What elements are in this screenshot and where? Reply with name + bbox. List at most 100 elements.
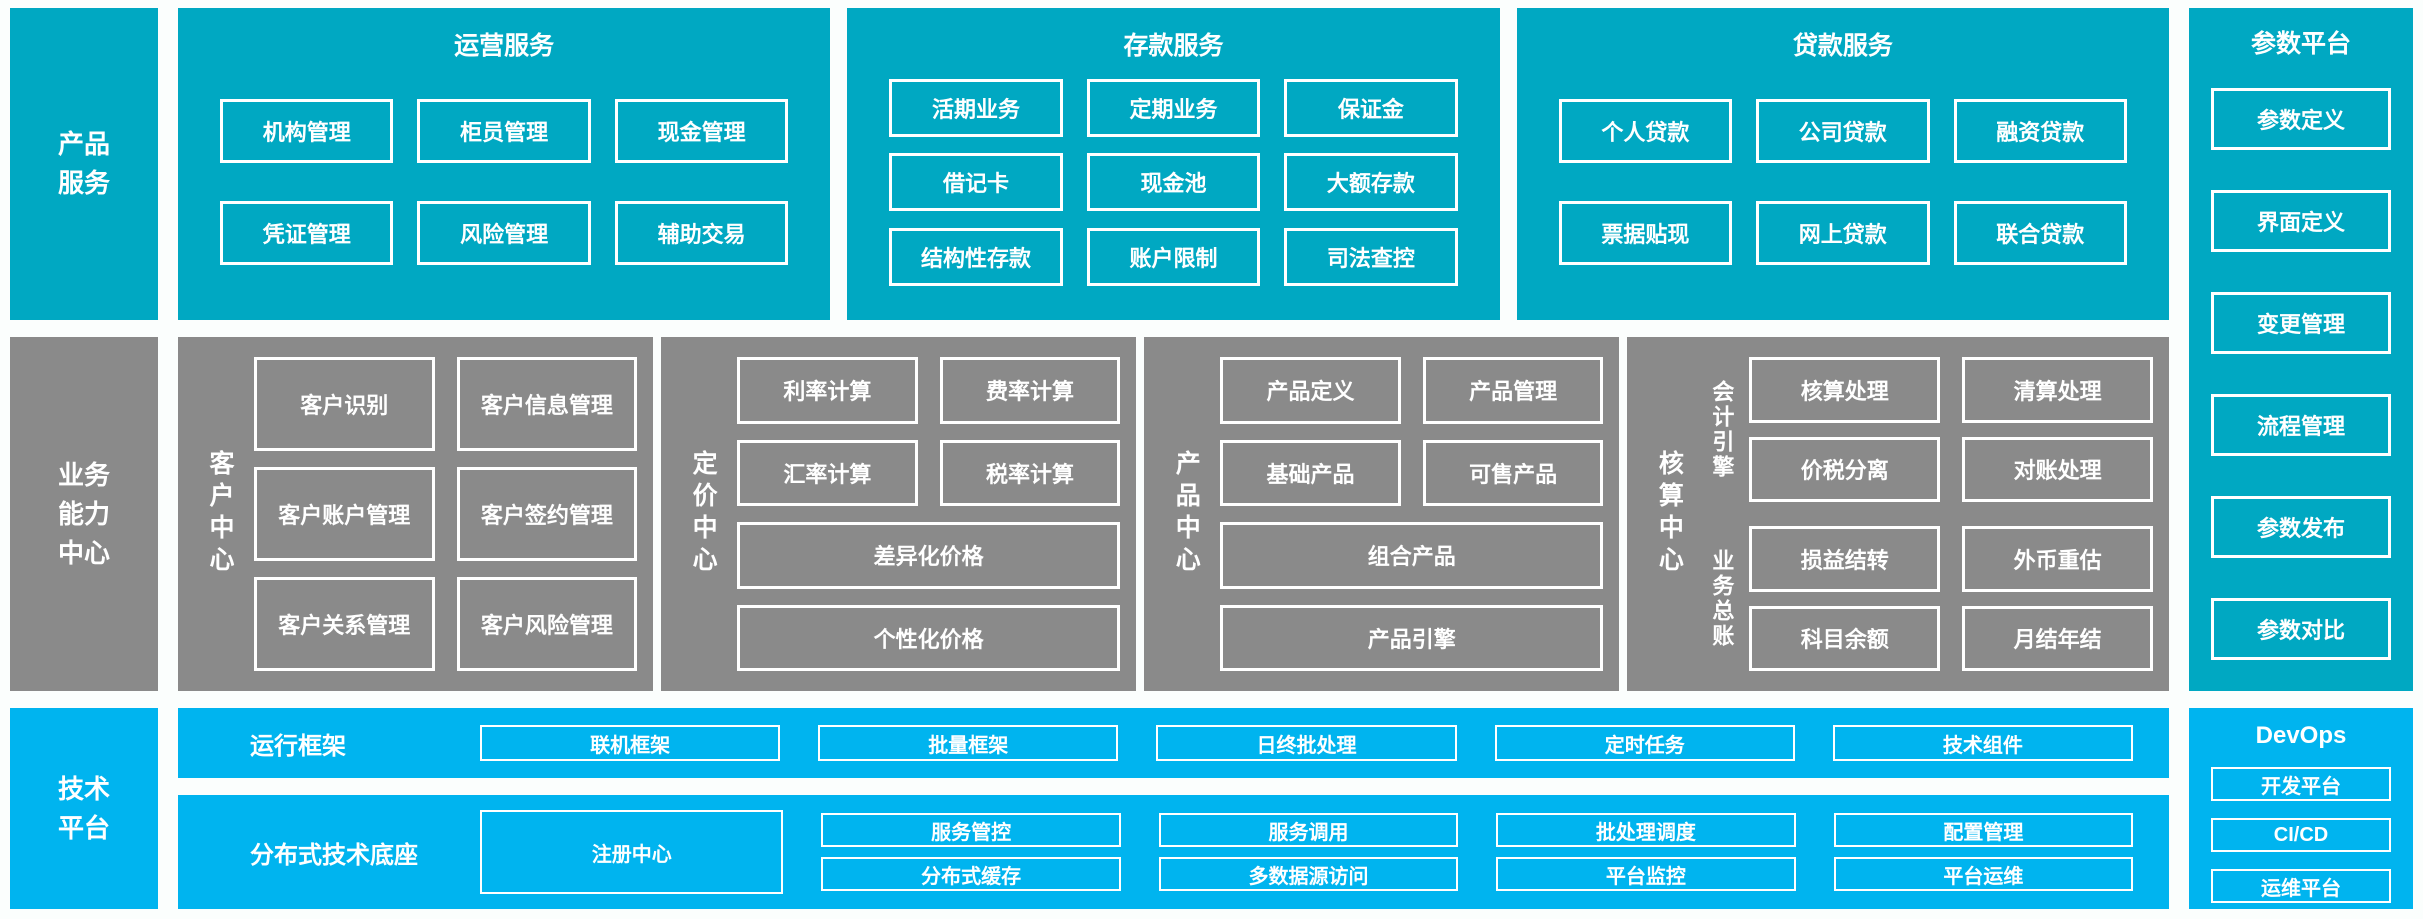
architecture-diagram: 产品服务 运营服务 机构管理 柜员管理 现金管理 凭证管理 风险管理 辅助交易 [10, 8, 2413, 911]
panel-body: 活期业务 定期业务 保证金 借记卡 现金池 大额存款 结构性存款 账户限制 司法… [889, 62, 1458, 302]
diagram-node: 定期业务 [1086, 78, 1261, 137]
vertical-label-text: 核算中心 [1655, 450, 1684, 578]
node-row: 个人贷款 公司贷款 融资贷款 [1558, 99, 2127, 164]
group-accounting-engine: 会计引擎 核算处理 清算处理 价税分离 对账处理 [1703, 357, 2153, 502]
diagram-node: 损益结转 [1749, 526, 1941, 592]
node-row: 组合产品 [1220, 522, 1604, 589]
panel-loan-services: 贷款服务 个人贷款 公司贷款 融资贷款 票据贴现 网上贷款 联合贷款 [1516, 8, 2169, 320]
diagram-node: 技术组件 [1832, 725, 2134, 761]
panel-customer-center: 客户中心 客户识别 客户信息管理 客户账户管理 客户签约管理 客户关系管理 客户… [178, 337, 654, 691]
diagram-node: 费率计算 [939, 357, 1121, 424]
diagram-node: 变更管理 [2211, 292, 2391, 354]
node-row: 损益结转 外币重估 [1749, 526, 2153, 592]
diagram-node: 凭证管理 [220, 200, 394, 265]
row-label-business-capability: 业务能力中心 [10, 337, 158, 691]
diagram-node: 风险管理 [417, 200, 591, 265]
diagram-node: 多数据源访问 [1158, 857, 1459, 891]
diagram-node-wide: 产品引擎 [1220, 604, 1604, 671]
diagram-node: 参数发布 [2211, 496, 2391, 558]
diagram-node: 借记卡 [889, 153, 1063, 211]
business-capability-panels: 客户中心 客户识别 客户信息管理 客户账户管理 客户签约管理 客户关系管理 客户… [178, 337, 2169, 691]
diagram-node: 界面定义 [2211, 190, 2391, 252]
panel-pricing-center: 定价中心 利率计算 费率计算 汇率计算 税率计算 差异化价格 个性 [661, 337, 1137, 691]
diagram-node: 司法查控 [1284, 227, 1458, 286]
panel-body: 客户识别 客户信息管理 客户账户管理 客户签约管理 客户关系管理 客户风险管理 [254, 357, 638, 671]
diagram-node: 配置管理 [1833, 813, 2134, 847]
node-row: 借记卡 现金池 大额存款 [889, 153, 1458, 211]
diagram-node: 辅助交易 [614, 200, 789, 265]
panel-parameter-platform: 参数平台 参数定义 界面定义 变更管理 流程管理 参数发布 参数对比 [2189, 8, 2413, 691]
diagram-node: 批量框架 [818, 725, 1119, 761]
diagram-node: 客户关系管理 [254, 577, 435, 671]
diagram-node: 参数定义 [2211, 88, 2391, 150]
diagram-node: 参数对比 [2211, 598, 2391, 660]
vertical-sublabel: 业务总账 [1703, 526, 1739, 671]
panel-devops: DevOps 开发平台 CI/CD 运维平台 [2189, 708, 2413, 909]
row-label-tech-platform: 技术平台 [10, 708, 158, 909]
row-label-text: 业务能力中心 [57, 459, 110, 568]
diagram-node: 分布式缓存 [821, 857, 1121, 891]
node-column: 服务管控 分布式缓存 [821, 813, 1121, 891]
panel-title: 存款服务 [1123, 32, 1224, 60]
parameter-items: 参数定义 界面定义 变更管理 流程管理 参数发布 参数对比 [2211, 88, 2391, 660]
diagram-node: 客户信息管理 [456, 357, 638, 451]
diagram-node: 基础产品 [1220, 439, 1401, 506]
node-row: 核算处理 清算处理 [1749, 357, 2153, 423]
row-label-product-services: 产品服务 [10, 8, 158, 320]
vertical-label-text: 客户中心 [206, 450, 234, 578]
node-row: 客户账户管理 客户签约管理 [254, 467, 638, 561]
diagram-node-registry: 注册中心 [480, 810, 784, 894]
diagram-node: 定时任务 [1494, 725, 1795, 761]
vertical-label: 客户中心 [194, 357, 246, 671]
diagram-node: 保证金 [1284, 78, 1458, 137]
diagram-node: 对账处理 [1962, 436, 2153, 502]
diagram-node: 服务调用 [1158, 813, 1459, 847]
diagram-node: 开发平台 [2211, 767, 2391, 801]
vertical-label: 产品中心 [1160, 357, 1212, 671]
vertical-label-text: 产品中心 [1172, 450, 1201, 578]
vertical-sublabel-text: 会计引擎 [1709, 379, 1735, 480]
diagram-node-wide: 个性化价格 [737, 604, 1121, 671]
panel-distributed-base: 分布式技术底座 注册中心 服务管控 分布式缓存 服务调用 多数据源访问 批处理调… [178, 795, 2169, 909]
group-body: 损益结转 外币重估 科目余额 月结年结 [1749, 526, 2153, 671]
panel-body: 会计引擎 核算处理 清算处理 价税分离 对账处理 [1703, 357, 2153, 671]
diagram-node: 客户风险管理 [456, 577, 638, 671]
vertical-label: 定价中心 [677, 357, 729, 671]
node-row: 产品引擎 [1220, 604, 1604, 671]
group-business-ledger: 业务总账 损益结转 外币重估 科目余额 月结年结 [1703, 526, 2153, 671]
diagram-node: 核算处理 [1749, 357, 1941, 423]
panel-deposit-services: 存款服务 活期业务 定期业务 保证金 借记卡 现金池 大额存款 结构性存款 账户 [847, 8, 1500, 320]
diagram-node: 日终批处理 [1156, 725, 1457, 761]
diagram-node: 服务管控 [821, 813, 1121, 847]
diagram-node: 账户限制 [1086, 227, 1261, 286]
node-row: 凭证管理 风险管理 辅助交易 [220, 200, 789, 265]
diagram-node: 外币重估 [1962, 526, 2153, 592]
diagram-node: 公司贷款 [1756, 99, 1930, 164]
vertical-sublabel-text: 业务总账 [1709, 548, 1735, 649]
diagram-node: 可售产品 [1422, 439, 1604, 506]
diagram-node-wide: 组合产品 [1220, 522, 1604, 589]
panel-accounting-center: 核算中心 会计引擎 核算处理 清算处理 价税分离 [1627, 337, 2169, 691]
panel-body: 利率计算 费率计算 汇率计算 税率计算 差异化价格 个性化价格 [737, 357, 1121, 671]
diagram-node: 客户识别 [254, 357, 435, 451]
diagram-node: 柜员管理 [417, 99, 591, 164]
diagram-node: 科目余额 [1749, 605, 1941, 671]
diagram-node: 机构管理 [220, 99, 394, 164]
diagram-node: 平台监控 [1496, 857, 1796, 891]
node-row: 票据贴现 网上贷款 联合贷款 [1558, 200, 2127, 265]
diagram-node: 利率计算 [737, 357, 918, 424]
panel-body: 个人贷款 公司贷款 融资贷款 票据贴现 网上贷款 联合贷款 [1558, 62, 2127, 302]
vertical-label: 核算中心 [1643, 357, 1695, 671]
diagram-node: 联机框架 [480, 725, 781, 761]
diagram-node: 运维平台 [2211, 869, 2391, 903]
node-row: 活期业务 定期业务 保证金 [889, 78, 1458, 137]
panel-body: 产品定义 产品管理 基础产品 可售产品 组合产品 产品引擎 [1220, 357, 1604, 671]
diagram-node: 价税分离 [1749, 436, 1941, 502]
diagram-node: 融资贷款 [1953, 99, 2127, 164]
diagram-node: 活期业务 [889, 78, 1063, 137]
node-row: 机构管理 柜员管理 现金管理 [220, 99, 789, 164]
diagram-node: 月结年结 [1962, 605, 2153, 671]
row-label-text: 技术平台 [57, 773, 110, 843]
diagram-node: 现金池 [1086, 153, 1261, 211]
diagram-node: 产品管理 [1422, 357, 1604, 424]
